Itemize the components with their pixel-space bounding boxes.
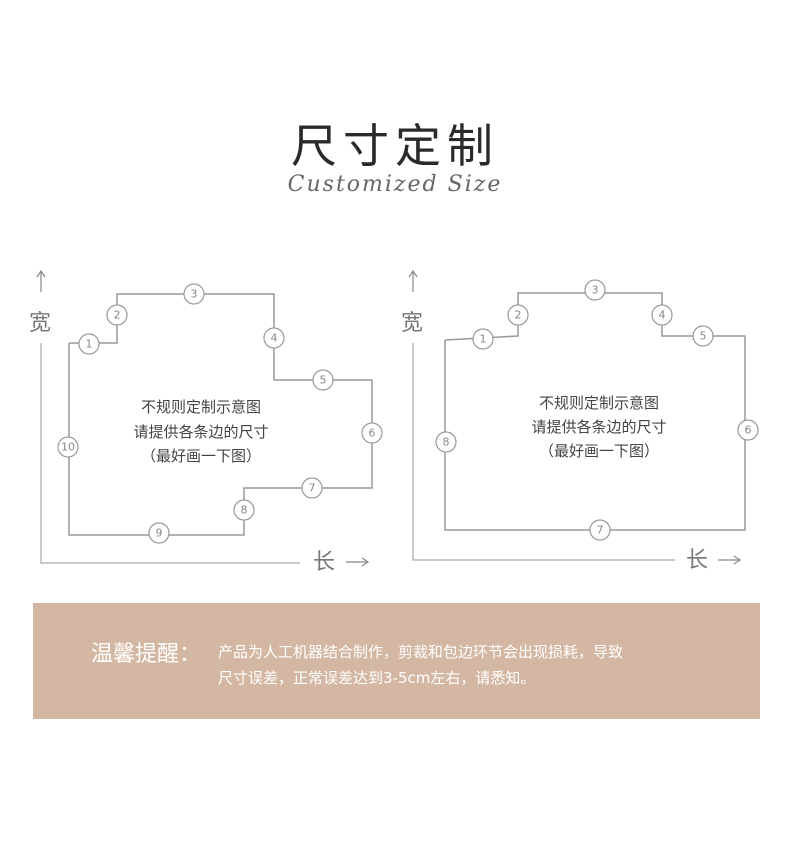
diagram-description-line-1: 不规则定制示意图	[141, 398, 261, 416]
edge-marker-2: 2	[106, 304, 128, 326]
edge-marker-6: 6	[737, 419, 759, 441]
svg-text:7: 7	[597, 524, 604, 537]
notice-text-line-1: 产品为人工机器结合制作，剪裁和包边环节会出现损耗，导致	[218, 643, 624, 661]
svg-text:1: 1	[86, 338, 93, 351]
diagram-description-line-3: （最好画一下图）	[141, 447, 261, 465]
width-arrowhead-icon	[408, 269, 418, 278]
edge-marker-10: 10	[57, 436, 79, 458]
svg-text:3: 3	[592, 284, 599, 297]
width-axis-label: 宽	[29, 311, 51, 336]
length-axis-label: 长	[313, 550, 335, 575]
diagrams-canvas: 宽 长 1 2 3 4 5 6 7 8 9 10 不规则定制示意图 请提供各条边…	[29, 269, 759, 575]
edge-marker-2: 2	[507, 304, 529, 326]
edge-marker-8: 8	[435, 431, 457, 453]
edge-marker-1: 1	[472, 328, 494, 350]
edge-marker-6: 6	[361, 422, 383, 444]
edge-marker-4: 4	[263, 327, 285, 349]
edge-marker-7: 7	[589, 519, 611, 541]
page-title: 尺寸定制	[291, 119, 499, 173]
svg-text:5: 5	[320, 374, 327, 387]
svg-text:2: 2	[114, 309, 121, 322]
diagram-description-line-2: 请提供各条边的尺寸	[133, 423, 268, 441]
axis-lines	[412, 343, 675, 561]
svg-text:8: 8	[241, 504, 248, 517]
width-arrowhead-icon	[36, 269, 46, 278]
width-axis-label: 宽	[401, 311, 423, 336]
notice-heading: 温馨提醒：	[91, 642, 202, 667]
diagram-left: 宽 长 1 2 3 4 5 6 7 8 9 10 不规则定制示意图 请提供各条边…	[29, 269, 383, 575]
axis-lines	[40, 343, 300, 564]
svg-text:3: 3	[191, 288, 198, 301]
length-axis-label: 长	[686, 548, 708, 573]
diagram-description-line-3: （最好画一下图）	[539, 442, 659, 460]
svg-text:4: 4	[659, 309, 666, 322]
svg-text:6: 6	[369, 427, 376, 440]
svg-text:10: 10	[61, 441, 75, 454]
length-arrowhead-icon	[733, 555, 742, 565]
svg-text:8: 8	[443, 436, 450, 449]
svg-text:7: 7	[309, 482, 316, 495]
edge-marker-5: 5	[312, 369, 334, 391]
edge-marker-3: 3	[584, 279, 606, 301]
svg-text:1: 1	[480, 333, 487, 346]
length-arrowhead-icon	[361, 557, 370, 567]
svg-text:4: 4	[271, 332, 278, 345]
svg-text:9: 9	[156, 527, 163, 540]
edge-marker-5: 5	[692, 325, 714, 347]
edge-marker-1: 1	[78, 333, 100, 355]
edge-marker-8: 8	[233, 499, 255, 521]
edge-marker-3: 3	[183, 283, 205, 305]
edge-marker-4: 4	[651, 304, 673, 326]
notice-banner: 温馨提醒： 产品为人工机器结合制作，剪裁和包边环节会出现损耗，导致 尺寸误差，正…	[33, 603, 760, 719]
svg-text:2: 2	[515, 309, 522, 322]
edge-marker-7: 7	[301, 477, 323, 499]
notice-text-line-2: 尺寸误差，正常误差达到3-5cm左右，请悉知。	[218, 669, 536, 687]
diagram-description-line-1: 不规则定制示意图	[539, 394, 659, 412]
page-subtitle: Customized Size	[287, 172, 503, 197]
edge-marker-9: 9	[148, 522, 170, 544]
diagram-description-line-2: 请提供各条边的尺寸	[531, 418, 666, 436]
svg-text:5: 5	[700, 330, 707, 343]
diagram-right: 宽 长 1 2 3 4 5 6 7 8 不规则定制示意图 请提供各条边的尺寸 （…	[401, 269, 759, 573]
svg-text:6: 6	[745, 424, 752, 437]
